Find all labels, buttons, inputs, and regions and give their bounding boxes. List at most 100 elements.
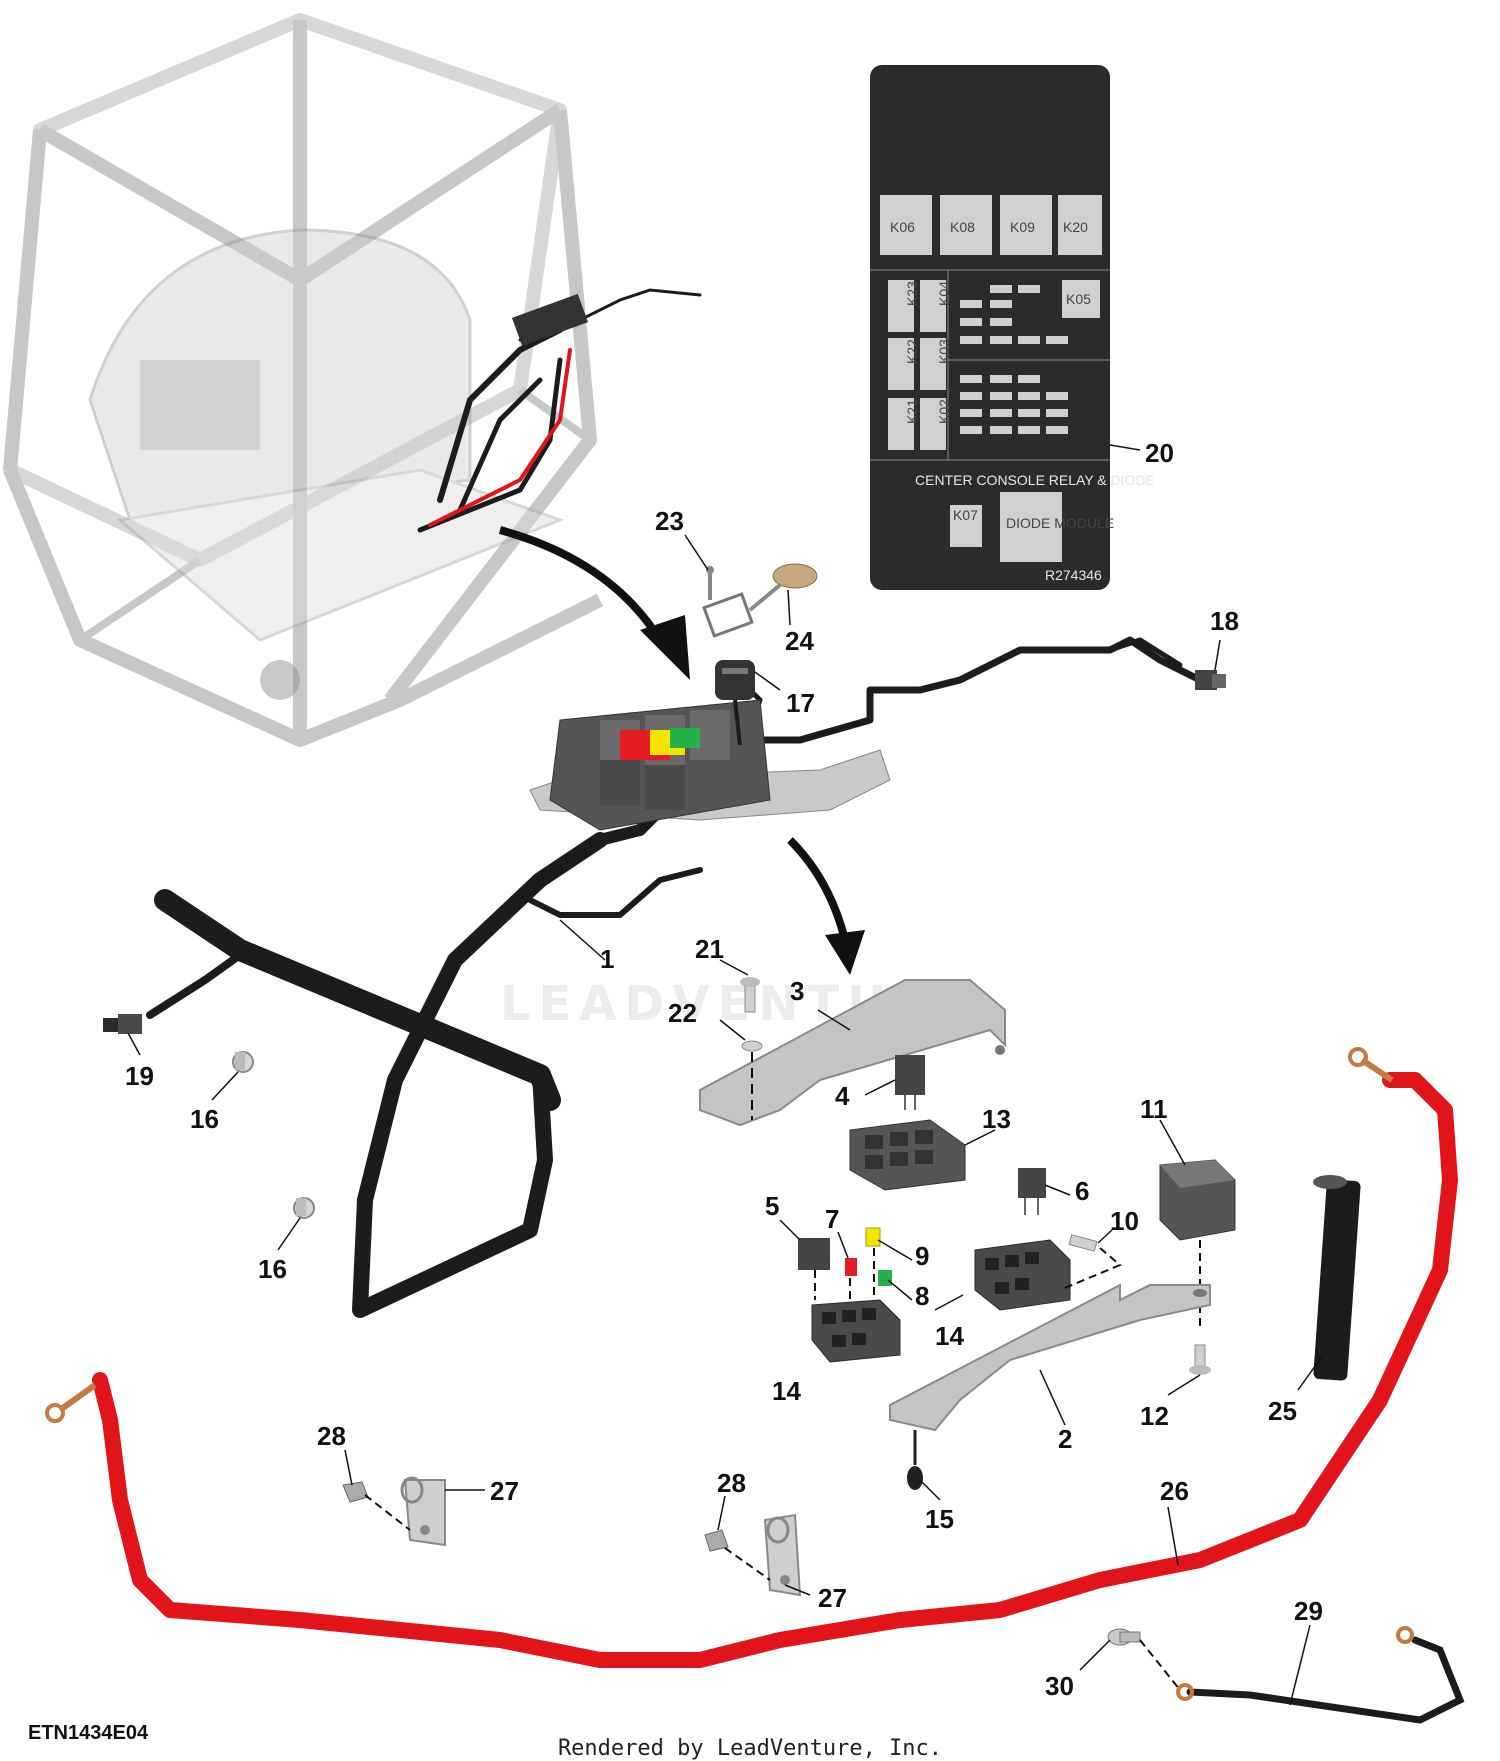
callout-9: 9 [915, 1241, 929, 1271]
cable-26-terminal-left [45, 1382, 97, 1423]
flow-arrow-2-head [825, 930, 865, 975]
callout-28-b: 28 [717, 1468, 746, 1498]
callout-22: 22 [668, 998, 697, 1028]
clamp-27-a [400, 1476, 446, 1547]
bolt-30 [1107, 1628, 1141, 1646]
callout-20: 20 [1145, 438, 1174, 468]
bolt-21 [740, 977, 760, 1013]
clamp-27-b [763, 1513, 802, 1597]
relay-k04-label: K04 [936, 281, 952, 306]
relay-k23-label: K23 [904, 281, 920, 306]
relay-k02-label: K02 [936, 399, 952, 424]
relay-11 [1159, 1159, 1236, 1241]
decal-top-relays: K06 K08 K09 K20 [880, 195, 1102, 255]
nut-28-b [704, 1529, 729, 1552]
relay-k20-label: K20 [1063, 219, 1088, 235]
callout-14-right: 14 [935, 1321, 964, 1351]
cab-wiring [417, 288, 702, 533]
sleeve-25 [1313, 1175, 1361, 1381]
fuse-9-yellow [865, 1227, 881, 1247]
callout-8: 8 [915, 1281, 929, 1311]
ground-cable-29 [1186, 1636, 1465, 1724]
main-harness [146, 636, 1204, 1318]
decal-part-number: R274346 [1045, 567, 1102, 583]
relay-k09-label: K09 [1010, 219, 1035, 235]
bolt-12 [1189, 1344, 1211, 1375]
callout-24: 24 [785, 626, 814, 656]
relay-k08-label: K08 [950, 219, 975, 235]
callout-19: 19 [125, 1061, 154, 1091]
diagram-code: ETN1434E04 [28, 1722, 149, 1744]
connector-17 [715, 660, 755, 746]
decal-side-relays: K23 K04 K22 K03 K21 K02 [888, 280, 952, 450]
relay-k22-label: K22 [904, 339, 920, 364]
callout-21: 21 [695, 934, 724, 964]
terminal-10 [1068, 1234, 1098, 1252]
fuse-8-green [878, 1270, 892, 1286]
cable-26-terminal-right [1348, 1047, 1394, 1083]
callout-18: 18 [1210, 606, 1239, 636]
relay-decal: K06 K08 K09 K20 K23 K04 K22 K03 K21 K02 [870, 65, 1155, 590]
clip-16-b [293, 1197, 315, 1219]
callout-2: 2 [1058, 1424, 1072, 1454]
callout-16-a: 16 [190, 1104, 219, 1134]
callout-15: 15 [925, 1504, 954, 1534]
relay-4 [895, 1055, 925, 1110]
fuse-block-14-left [811, 1299, 901, 1363]
relay-block-13 [849, 1119, 966, 1191]
callout-1: 1 [600, 944, 614, 974]
relay-box-assembly [529, 699, 891, 831]
screw-23 [706, 566, 714, 600]
cab-interior [88, 228, 565, 700]
callout-6: 6 [1075, 1176, 1089, 1206]
callout-labels: 1 2 3 4 5 6 7 8 9 10 11 12 13 14 14 15 1… [125, 438, 1323, 1701]
relay-k05-label: K05 [1066, 291, 1091, 307]
callout-16-b: 16 [258, 1254, 287, 1284]
relay-k21-label: K21 [904, 399, 920, 424]
callout-27-b: 27 [818, 1583, 847, 1613]
callout-28-a: 28 [317, 1421, 346, 1451]
connector-18 [1195, 670, 1226, 690]
nut-28-a [342, 1481, 369, 1503]
callout-25: 25 [1268, 1396, 1297, 1426]
relay-k03-label: K03 [936, 339, 952, 364]
callout-14-left: 14 [772, 1376, 801, 1406]
callout-10: 10 [1110, 1206, 1139, 1236]
callout-23: 23 [655, 506, 684, 536]
leader-lines [127, 534, 1324, 1706]
callout-17: 17 [786, 688, 815, 718]
connector-19 [103, 1014, 142, 1034]
fuse-block-14-right [974, 1239, 1071, 1311]
relay-6 [1018, 1168, 1046, 1215]
callout-26: 26 [1160, 1476, 1189, 1506]
callout-11: 11 [1140, 1094, 1168, 1124]
decal-caption: CENTER CONSOLE RELAY & DIODE [915, 472, 1155, 488]
flow-arrow-2 [787, 837, 849, 941]
flow-arrow-1-head [640, 615, 690, 680]
callout-30: 30 [1045, 1671, 1074, 1701]
clip-16-a [232, 1051, 254, 1073]
decal-fuse-grid [960, 285, 1068, 434]
callout-12: 12 [1140, 1401, 1169, 1431]
washer-22 [741, 1040, 763, 1052]
callout-27-a: 27 [490, 1476, 519, 1506]
relay-5 [798, 1238, 830, 1270]
cable-29-terminals [1176, 1626, 1414, 1701]
relay-k07-label: K07 [953, 507, 978, 523]
bracket-3 [699, 979, 1006, 1127]
callout-7: 7 [825, 1204, 839, 1234]
callout-13: 13 [982, 1104, 1011, 1134]
fuse-7-red [845, 1258, 857, 1276]
diode-module-label: DIODE MODULE [1006, 515, 1114, 531]
render-credit: Rendered by LeadVenture, Inc. [557, 1736, 943, 1761]
seal-24 [702, 563, 818, 638]
flow-arrow-1 [498, 526, 664, 643]
bracket-2 [889, 1283, 1211, 1432]
battery-cable-26 [92, 1072, 1458, 1668]
plug-15 [907, 1430, 923, 1490]
callout-5: 5 [765, 1191, 779, 1221]
callout-4: 4 [835, 1081, 850, 1111]
callout-29: 29 [1294, 1596, 1323, 1626]
relay-k06-label: K06 [890, 219, 915, 235]
